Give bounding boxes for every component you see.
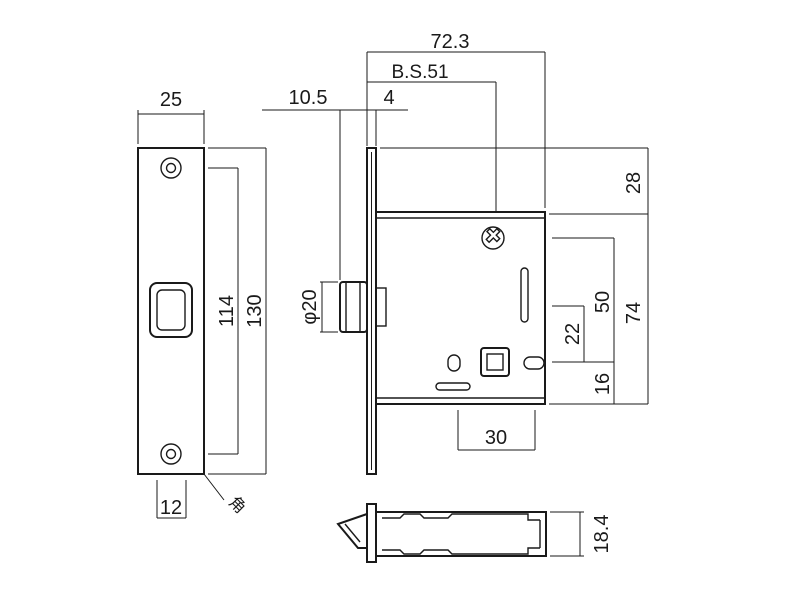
dim-faceplate-bottom: 12 角 bbox=[156, 473, 250, 519]
dim-backset: B.S.51 bbox=[367, 62, 497, 212]
top-screw-inner bbox=[165, 162, 177, 174]
dim-label-16: 16 bbox=[592, 373, 614, 395]
dim-label-72-3: 72.3 bbox=[431, 31, 470, 53]
dim-label-28: 28 bbox=[623, 172, 645, 194]
cross-screw-icon bbox=[481, 226, 505, 250]
dim-latch-diameter: φ20 bbox=[299, 281, 338, 333]
dim-label-30: 30 bbox=[485, 427, 507, 449]
dim-label-50: 50 bbox=[592, 291, 614, 313]
dim-label-25: 25 bbox=[160, 89, 182, 111]
faceplate-front-view bbox=[137, 147, 205, 475]
dim-right-verticals: 28 50 74 22 16 bbox=[380, 147, 649, 405]
dim-label-10-5: 10.5 bbox=[289, 87, 328, 109]
dim-case-thickness: 18.4 bbox=[550, 511, 613, 557]
dim-label-18-4: 18.4 bbox=[591, 515, 613, 554]
latch-opening bbox=[149, 282, 193, 338]
vertical-slot bbox=[520, 267, 529, 323]
latch-bolt-face bbox=[156, 289, 186, 331]
top-view-faceplate bbox=[366, 503, 377, 563]
corner-note: 角 bbox=[225, 492, 250, 517]
top-screw-hole bbox=[160, 157, 182, 179]
dim-label-bs51: B.S.51 bbox=[391, 62, 448, 83]
top-view-case bbox=[375, 511, 547, 557]
dim-label-114: 114 bbox=[216, 295, 238, 327]
dim-label-22: 22 bbox=[562, 323, 584, 345]
dim-label-4: 4 bbox=[383, 87, 394, 109]
dim-label-74: 74 bbox=[623, 302, 645, 324]
bottom-screw-hole bbox=[160, 443, 182, 465]
spindle-square-inner bbox=[486, 353, 504, 371]
dim-label-12: 12 bbox=[160, 497, 182, 519]
dim-overall-depth: 72.3 bbox=[366, 31, 546, 208]
latch-housing bbox=[375, 287, 387, 327]
dim-faceplate-heights: 114 130 bbox=[208, 147, 267, 475]
latch-bolt bbox=[339, 281, 368, 333]
faceplate-outline bbox=[137, 147, 205, 475]
top-view-latch bbox=[336, 513, 368, 549]
dim-label-phi20: φ20 bbox=[299, 289, 321, 324]
spindle-square bbox=[480, 347, 510, 377]
lock-body bbox=[376, 211, 546, 405]
dim-label-130: 130 bbox=[244, 294, 266, 327]
horizontal-slot bbox=[435, 382, 471, 391]
dim-faceplate-width: 25 bbox=[137, 89, 205, 144]
lock-side-view bbox=[339, 147, 546, 475]
lock-top-view bbox=[336, 503, 547, 563]
small-oval-hole bbox=[447, 354, 461, 372]
dim-spindle-pitch: 30 bbox=[457, 410, 536, 451]
right-slot bbox=[523, 356, 545, 370]
bottom-screw-inner bbox=[165, 448, 177, 460]
dim-latch-projection: 10.5 4 bbox=[262, 87, 408, 280]
